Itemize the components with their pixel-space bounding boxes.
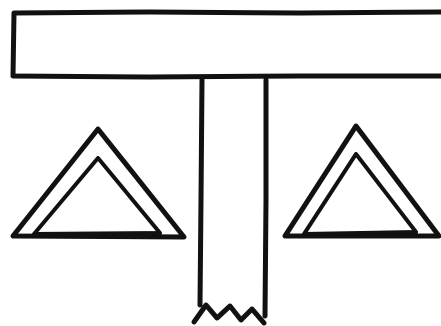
left-double-triangle: [13, 129, 184, 237]
broken-end-zigzag: [194, 305, 264, 323]
right-double-triangle: [285, 126, 439, 236]
right-triangle-inner: [304, 154, 416, 234]
right-triangle-outer: [285, 126, 439, 236]
post: [200, 80, 266, 316]
left-triangle-outer: [13, 129, 184, 237]
crossbar: [13, 12, 441, 77]
left-triangle-inner: [34, 158, 160, 234]
